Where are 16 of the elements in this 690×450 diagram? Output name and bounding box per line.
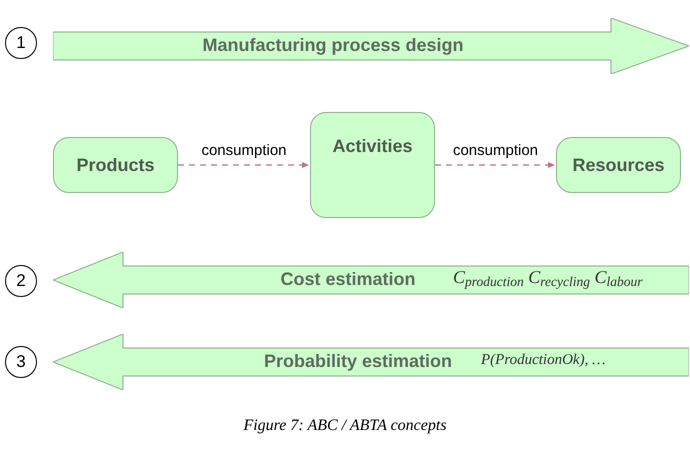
dashed-arrow (435, 162, 555, 168)
process-box (310, 112, 435, 218)
box-title: Products (76, 156, 154, 174)
formula: P(ProductionOk), … (481, 353, 606, 368)
arrow-title: Cost estimation (279, 270, 417, 288)
phase-banner (53, 334, 689, 390)
process-box (556, 137, 681, 193)
phase-banner (53, 252, 689, 308)
caption: Figure 7: ABC / ABTA concepts (242, 416, 448, 436)
arrow-title: Probability estimation (262, 352, 454, 370)
arrow-title: Manufacturing process design (201, 36, 465, 54)
dashed-arrow (178, 162, 309, 168)
box-title: Resources (572, 156, 665, 174)
box-title: Activities (332, 137, 413, 155)
process-box (53, 137, 178, 193)
phase-banner (53, 18, 689, 74)
